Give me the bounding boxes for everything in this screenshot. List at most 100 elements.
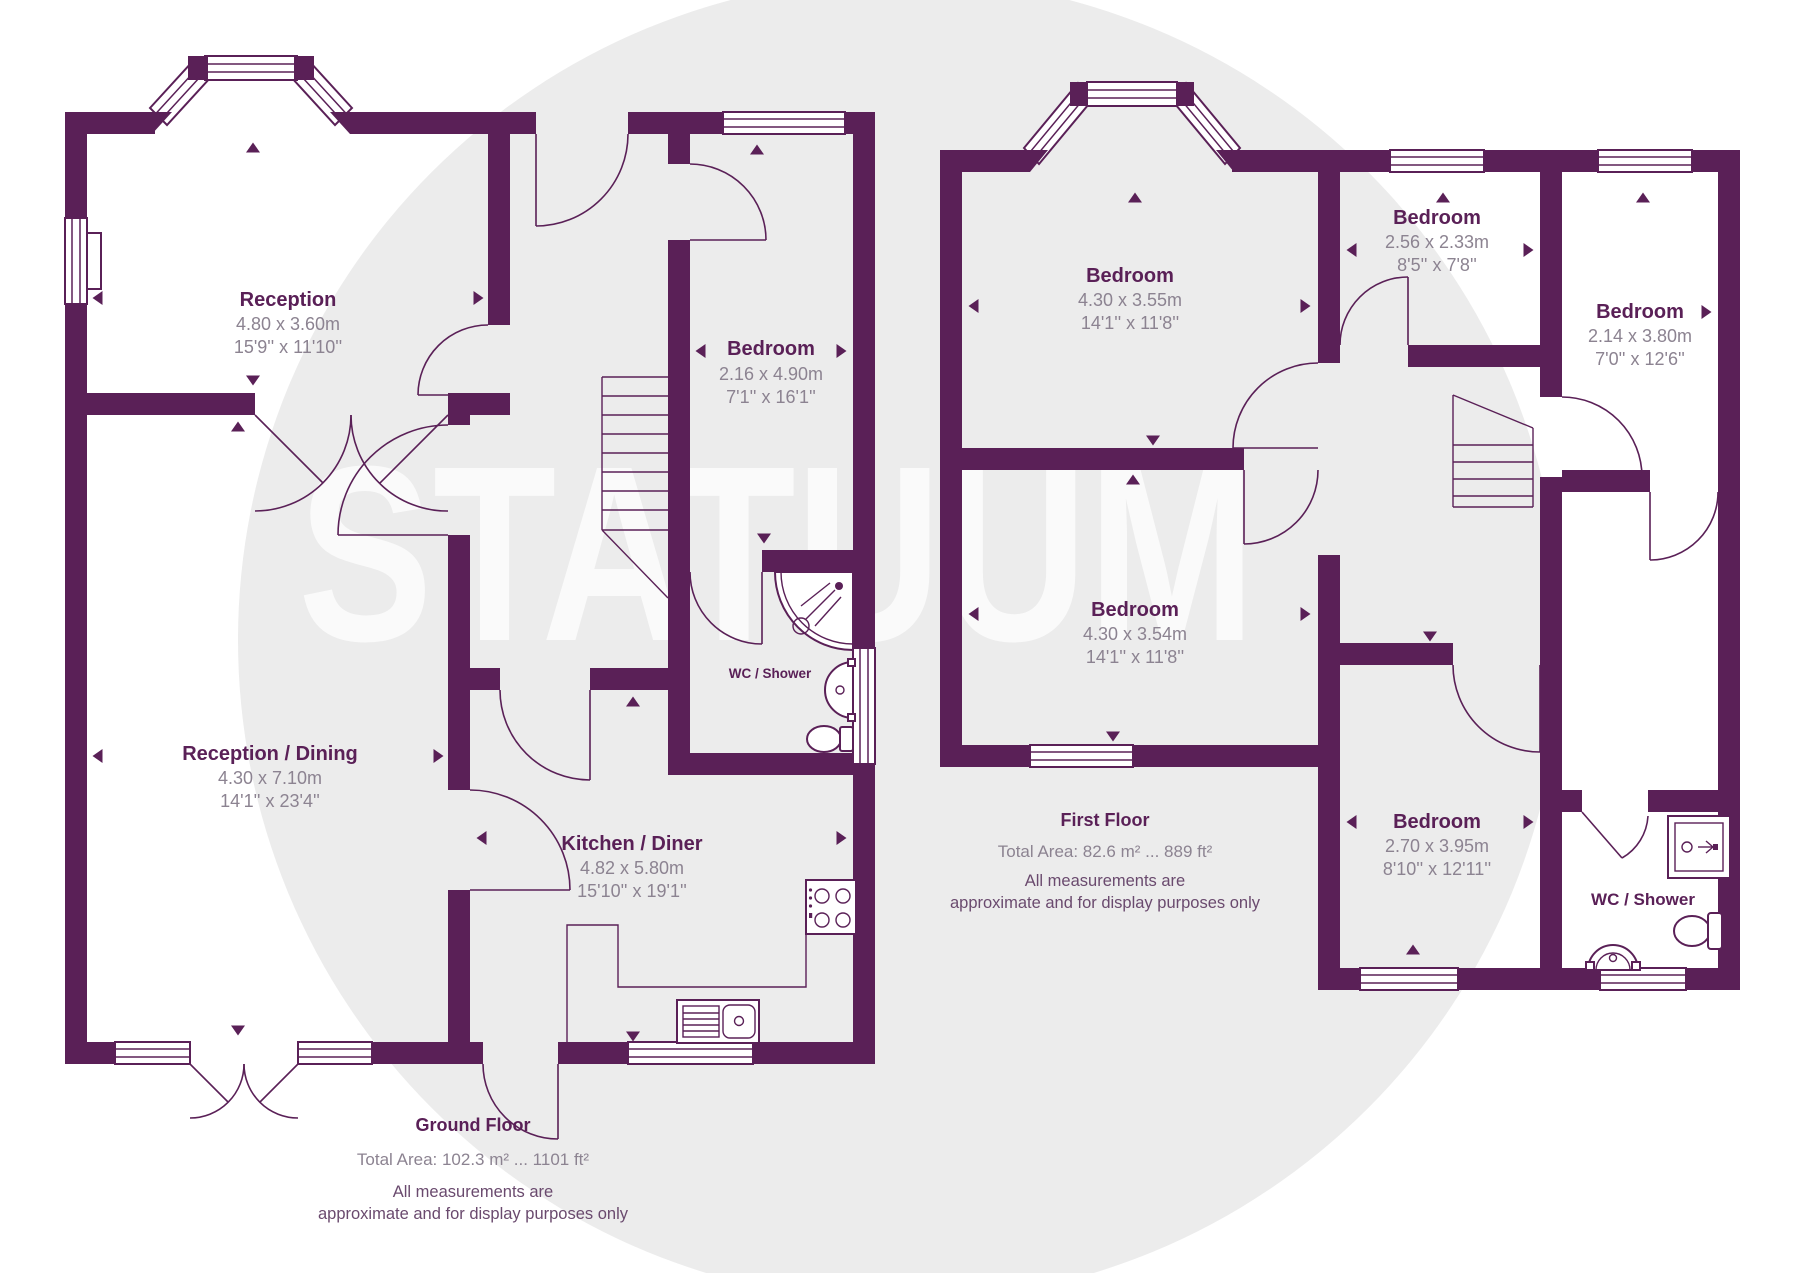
door-swing <box>482 1063 559 1140</box>
first-floor-plan: Bedroom 4.30 x 3.55m 14'1'' x 11'8'' Bed… <box>940 81 1740 991</box>
door-swing <box>254 414 352 512</box>
kitchen-fixtures <box>566 879 857 1044</box>
room-name: Bedroom <box>727 338 815 360</box>
door-swing <box>189 1063 245 1119</box>
room-dim-imperial: 8'5'' x 7'8'' <box>1397 255 1477 275</box>
door-swing <box>689 163 767 241</box>
room-dim-imperial: 15'10'' x 19'1'' <box>577 881 687 901</box>
room-dim-metric: 2.16 x 4.90m <box>719 364 823 384</box>
door-swing <box>1243 469 1319 545</box>
door-swing <box>469 789 571 891</box>
floor-note-line1: All measurements are <box>1025 872 1185 890</box>
room-dim-imperial: 7'0'' x 12'6'' <box>1595 349 1685 369</box>
room-dim-metric: 4.30 x 7.10m <box>218 768 322 788</box>
window <box>1389 149 1485 173</box>
ground-doors <box>189 133 767 1140</box>
ground-floor-footer: Ground Floor Total Area: 102.3 m² ... 11… <box>318 1115 629 1223</box>
window <box>852 647 876 765</box>
door-swing <box>1452 664 1541 753</box>
wc-fixtures <box>773 571 856 753</box>
room-dim-metric: 4.30 x 3.55m <box>1078 290 1182 310</box>
ground-walls <box>64 55 876 1065</box>
counter <box>566 924 807 1042</box>
room-label-bedroom5: Bedroom 2.70 x 3.95m 8'10'' x 12'11'' <box>1383 811 1491 879</box>
room-dim-imperial: 14'1'' x 11'8'' <box>1081 313 1179 333</box>
room-dim-metric: 2.14 x 3.80m <box>1588 326 1692 346</box>
first-doors <box>1232 276 1719 859</box>
room-dim-imperial: 15'9'' x 11'10'' <box>234 337 342 357</box>
room-dim-imperial: 8'10'' x 12'11'' <box>1383 859 1491 879</box>
room-name: Reception <box>240 289 337 311</box>
first-walls <box>940 81 1740 991</box>
window <box>114 1041 191 1065</box>
room-label-kitchen: Kitchen / Diner 4.82 x 5.80m 15'10'' x 1… <box>561 833 702 901</box>
window <box>722 111 846 135</box>
ground-floor-plan: Reception 4.80 x 3.60m 15'9'' x 11'10'' … <box>64 55 876 1223</box>
floor-note-line1: All measurements are <box>393 1183 553 1201</box>
shower-icon <box>773 571 854 652</box>
floor-note-line2: approximate and for display purposes onl… <box>318 1205 629 1223</box>
room-label-bedroom3: Bedroom 2.14 x 3.80m 7'0'' x 12'6'' <box>1588 301 1692 369</box>
door-swing <box>350 414 449 512</box>
room-name: Bedroom <box>1596 301 1684 323</box>
window <box>627 1041 754 1065</box>
door-swing <box>1561 396 1643 478</box>
basin-icon <box>824 658 856 722</box>
room-dim-metric: 2.56 x 2.33m <box>1385 232 1489 252</box>
room-label-bedroom2: Bedroom 2.56 x 2.33m 8'5'' x 7'8'' <box>1385 207 1489 275</box>
watermark: STATUUM <box>238 0 1562 1273</box>
door-swing <box>1621 815 1649 859</box>
room-dim-metric: 4.80 x 3.60m <box>236 314 340 334</box>
first-floor-footer: First Floor Total Area: 82.6 m² ... 889 … <box>950 810 1261 912</box>
room-dim-metric: 4.30 x 3.54m <box>1083 624 1187 644</box>
floor-title: Ground Floor <box>416 1115 531 1135</box>
measure-arrows-first <box>968 192 1712 955</box>
wc-fixtures <box>1585 815 1731 971</box>
door-swing <box>337 424 449 536</box>
basin-icon <box>1585 944 1641 971</box>
floor-note-line2: approximate and for display purposes onl… <box>950 894 1261 912</box>
door-swing <box>1339 276 1409 346</box>
watermark-circle <box>238 0 1562 1273</box>
hob-icon <box>805 879 857 935</box>
window <box>1599 967 1687 991</box>
room-label-bedroom4: Bedroom 4.30 x 3.54m 14'1'' x 11'8'' <box>1083 599 1187 667</box>
room-dim-imperial: 14'1'' x 11'8'' <box>1086 647 1184 667</box>
window <box>1359 967 1459 991</box>
door-swing <box>535 133 629 227</box>
door-swing <box>417 324 489 396</box>
room-dim-imperial: 7'1'' x 16'1'' <box>726 387 816 407</box>
shower-icon <box>1667 815 1731 879</box>
door-swing <box>243 1063 299 1119</box>
room-label-wc: WC / Shower <box>729 666 812 681</box>
floor-total-area: Total Area: 82.6 m² ... 889 ft² <box>998 842 1213 861</box>
floor-title: First Floor <box>1061 810 1150 830</box>
room-name: Bedroom <box>1091 599 1179 621</box>
toilet-icon <box>806 725 854 753</box>
room-label-wc: WC / Shower <box>1591 890 1695 909</box>
door-swing <box>499 689 591 781</box>
room-name: Bedroom <box>1393 811 1481 833</box>
sink-icon <box>676 999 760 1044</box>
room-name: Bedroom <box>1086 265 1174 287</box>
bay-window <box>138 55 364 134</box>
room-name: Reception / Dining <box>182 743 358 765</box>
room-name: Kitchen / Diner <box>561 833 702 855</box>
room-dim-metric: 4.82 x 5.80m <box>580 858 684 878</box>
door-swing <box>689 571 763 645</box>
measure-arrows-ground <box>92 142 847 1042</box>
room-label-dining: Reception / Dining 4.30 x 7.10m 14'1'' x… <box>182 743 358 811</box>
room-name: Bedroom <box>1393 207 1481 229</box>
floor-total-area: Total Area: 102.3 m² ... 1101 ft² <box>357 1150 589 1169</box>
room-label-reception: Reception 4.80 x 3.60m 15'9'' x 11'10'' <box>234 289 342 357</box>
door-swing <box>1232 362 1319 449</box>
window-recess <box>86 232 102 290</box>
window <box>64 217 88 305</box>
window <box>1597 149 1693 173</box>
room-dim-imperial: 14'1'' x 23'4'' <box>220 791 320 811</box>
door-swing <box>1649 491 1719 561</box>
toilet-icon <box>1673 912 1723 950</box>
staircase <box>1452 394 1534 508</box>
window <box>1029 744 1134 768</box>
room-dim-metric: 2.70 x 3.95m <box>1385 836 1489 856</box>
